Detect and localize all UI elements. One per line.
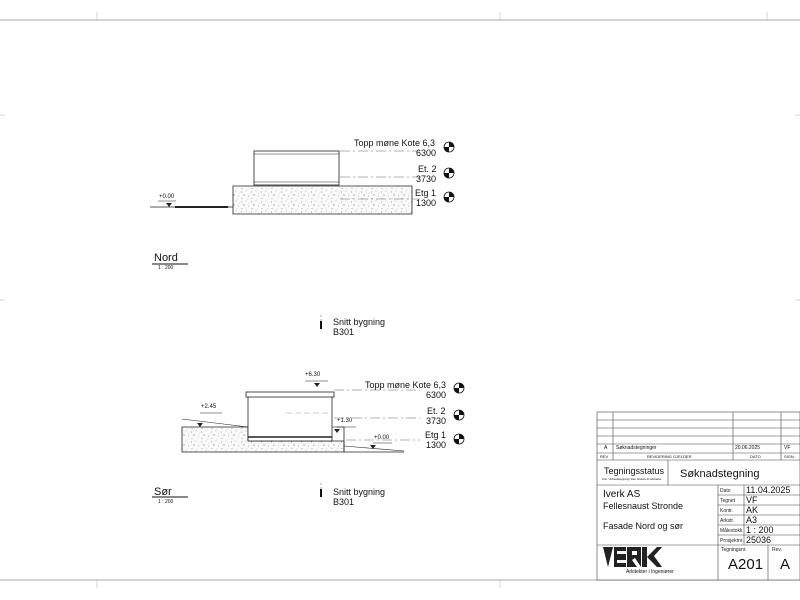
- sor-view-scale: 1 : 200: [158, 499, 174, 505]
- sor-building-body: [247, 394, 333, 442]
- nord-elev-marker: [166, 203, 172, 207]
- sor-elev-step-marker: [334, 429, 340, 433]
- section-marker-bottom: [320, 483, 322, 497]
- sor-section-top-label: Snitt bygning: [333, 317, 386, 327]
- logo-tagline: Arkitekter i Ingeniører: [626, 569, 674, 575]
- field-value-drawn: VF: [746, 495, 758, 505]
- sor-elev-roof: +6.30: [305, 372, 321, 378]
- sor-level1-value: 1300: [426, 440, 447, 450]
- logo-text: VERK: [660, 549, 671, 554]
- sor-level2-label: Et. 2: [427, 406, 446, 416]
- level-symbol-sor-ridge: [453, 382, 465, 394]
- nord-ridge-label: Topp møne Kote 6,3: [354, 138, 436, 148]
- field-label-scale: Målestokk: [720, 528, 743, 534]
- nord-ridge-value: 6300: [416, 148, 437, 158]
- sor-view-title: Sør: [154, 486, 172, 498]
- nord-level1-value: 1300: [416, 198, 437, 208]
- sor-slope-line: [181, 418, 249, 428]
- revision-rev: A: [604, 445, 608, 451]
- drawing-title: Fasade Nord og sør: [603, 521, 684, 531]
- status-note: Kun "Arbeidstegning" kan brukes til utfø…: [602, 477, 662, 481]
- level-symbol-sor-level1: [453, 433, 465, 445]
- field-label-format: Arkstr.: [720, 518, 735, 524]
- sor-ridge-value: 6300: [426, 390, 447, 400]
- level-symbol-nord-ridge: [443, 141, 455, 153]
- rev-value: A: [780, 556, 791, 573]
- level-symbol-nord-level1: [443, 191, 455, 203]
- project-name: Fellesnaust Stronde: [603, 501, 684, 511]
- field-value-date: 11.04.2025: [746, 485, 791, 495]
- field-label-project-no: Prosjektnr.: [720, 538, 744, 544]
- nord-terrain-hatch: [232, 185, 413, 215]
- sor-elev-roof-marker: [314, 383, 320, 387]
- sor-level2-value: 3730: [426, 416, 447, 426]
- drawing-number: A201: [728, 556, 764, 573]
- sor-section-bottom-ref: B301: [333, 497, 355, 507]
- sor-roof: [245, 391, 335, 398]
- revision-header-description: REVIDERING GJELDER: [647, 454, 692, 459]
- sor-section-bottom-label: Snitt bygning: [333, 487, 386, 497]
- company-logo: [603, 547, 662, 567]
- sor-elev-right: +0.00: [374, 435, 390, 441]
- sor-elev-step: +1.30: [337, 418, 353, 424]
- drawing-no-label: Tegningsnr.: [721, 547, 747, 553]
- sor-ridge-label: Topp møne Kote 6,3: [365, 380, 447, 390]
- elevation-sor: [181, 380, 420, 453]
- status-label: Tegningsstatus: [604, 466, 665, 476]
- sor-elev-right-marker: [370, 445, 376, 449]
- field-value-project-no: 25036: [746, 535, 772, 545]
- level-symbol-nord-level2: [443, 167, 455, 179]
- field-value-scale: 1 : 200: [746, 525, 774, 535]
- field-label-drawn: Tegnet: [720, 498, 736, 504]
- nord-level2-label: Et. 2: [418, 164, 437, 174]
- sor-ramp-right: [343, 445, 405, 452]
- nord-view-title: Nord: [154, 252, 178, 264]
- sor-section-top-ref: B301: [333, 327, 355, 337]
- level-symbol-sor-level2: [453, 409, 465, 421]
- sor-elev-left: +2.45: [201, 404, 217, 410]
- nord-building-body: [253, 150, 340, 186]
- revision-header-sign: SIGN.: [784, 454, 795, 459]
- revision-date: 20.06.2025: [735, 445, 761, 451]
- section-marker-top: [320, 315, 322, 329]
- nord-level2-value: 3730: [416, 174, 437, 184]
- field-value-format: A3: [746, 515, 758, 525]
- sor-level1-label: Etg 1: [425, 430, 447, 440]
- nord-ground-elevation: +0.00: [159, 194, 175, 200]
- rev-label: Rev.: [772, 547, 782, 553]
- nord-level1-label: Etg 1: [415, 188, 437, 198]
- sor-elev-left-marker: [197, 423, 203, 427]
- field-label-date: Dato: [720, 488, 731, 494]
- revision-header-date: DATO: [750, 454, 761, 459]
- field-label-checked: Kontr.: [720, 508, 734, 514]
- nord-view-scale: 1 : 200: [158, 265, 174, 271]
- revision-description: Søknadstegninger: [616, 445, 657, 451]
- sheet-frame-ticks: [0, 12, 800, 588]
- revision-sign: VF: [784, 445, 791, 451]
- elevation-nord: [150, 150, 420, 215]
- revision-header-rev: REV: [600, 454, 609, 459]
- field-value-checked: AK: [746, 505, 759, 515]
- company-name: Iverk AS: [603, 489, 641, 500]
- status-value: Søknadstegning: [680, 468, 760, 480]
